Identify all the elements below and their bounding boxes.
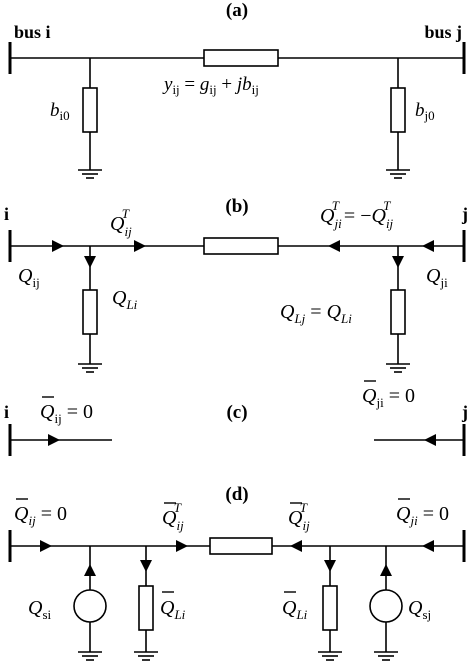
arrow-down-icon [84,256,96,268]
ground-icon [77,169,103,179]
arrow-right-icon [48,434,60,446]
line-impedance-box [209,537,273,555]
load-Lj-box [390,289,406,335]
bus-j-label: j [461,204,468,224]
flow-Qji-label: Qji [426,265,448,290]
flow-Qij-bar-label: Qij = 0 [40,401,93,426]
arrow-up-icon [84,564,96,576]
shunt-bj0-label: bj0 [415,100,435,123]
flow-Qji-bar-label: Qji = 0 [362,385,415,410]
flow-Qji-T-label: QjiT = −QijT [320,198,394,231]
bus-i-label: i [4,402,9,422]
arrow-down-icon [140,560,152,572]
arrow-left-icon [422,540,434,552]
ground-icon [385,363,411,373]
panel-c-tag: (c) [226,402,247,423]
source-Qsi-label: Qsi [28,597,52,622]
source-sj-circle [369,589,403,623]
shunt-bi0-box [82,87,98,133]
flow-Qij-T-bar-label-left: QijT [162,500,184,533]
source-Qsj-label: Qsj [408,597,431,622]
arrow-left-icon [422,240,434,252]
ground-icon [77,651,103,661]
ground-icon [133,651,159,661]
bus-i-label: bus i [14,22,51,42]
panel-d-tag: (d) [225,484,248,505]
line-impedance-box [203,49,279,67]
load-Li-box [322,585,338,631]
arrow-right-icon [176,540,188,552]
flow-Qij-bar-label: Qij = 0 [14,503,67,528]
ground-icon [317,651,343,661]
bus-j-label: j [461,402,468,422]
admittance-label: yij = gij + jbij [162,74,259,97]
bus-j-label: bus j [424,22,462,42]
arrow-right-icon [134,240,146,252]
panel-b-tag: (b) [225,196,248,217]
ground-icon [77,363,103,373]
panel-d: (d) Qij = 0 [8,484,466,661]
arrow-up-icon [380,564,392,576]
arrow-left-icon [328,240,340,252]
load-Li-box [82,289,98,335]
load-QLi-bar-label-right: QLi [282,597,308,622]
flow-Qji-bar-label: Qji = 0 [396,503,449,528]
shunt-bi0-label: bi0 [50,100,70,123]
arrow-down-icon [392,256,404,268]
flow-Qij-T-label: QijT [110,206,132,239]
bus-i-label: i [4,204,9,224]
load-QLi-label: QLi [112,287,138,312]
load-QLj-label: QLj = QLi [280,301,352,326]
flow-Qij-label: Qij [18,265,40,290]
arrow-down-icon [324,560,336,572]
arrow-left-icon [290,540,302,552]
shunt-bj0-box [390,87,406,133]
panel-a: (a) bus i bus j yij = gij + jbij bi0 bj0 [8,0,466,179]
panel-a-tag: (a) [226,0,248,21]
panel-b: (b) i j QijT QjiT = −QijT Qij [4,196,468,373]
ground-icon [373,651,399,661]
panel-c: (c) i j Qij = 0 Qji = 0 [4,380,468,456]
ground-icon [385,169,411,179]
source-si-circle [73,589,107,623]
arrow-left-icon [424,434,436,446]
line-impedance-box [203,237,279,255]
arrow-right-icon [52,240,64,252]
arrow-right-icon [40,540,52,552]
load-Li-box [138,585,154,631]
flow-Qij-T-bar-label-right: QijT [288,500,310,533]
load-QLi-bar-label-left: QLi [160,597,186,622]
